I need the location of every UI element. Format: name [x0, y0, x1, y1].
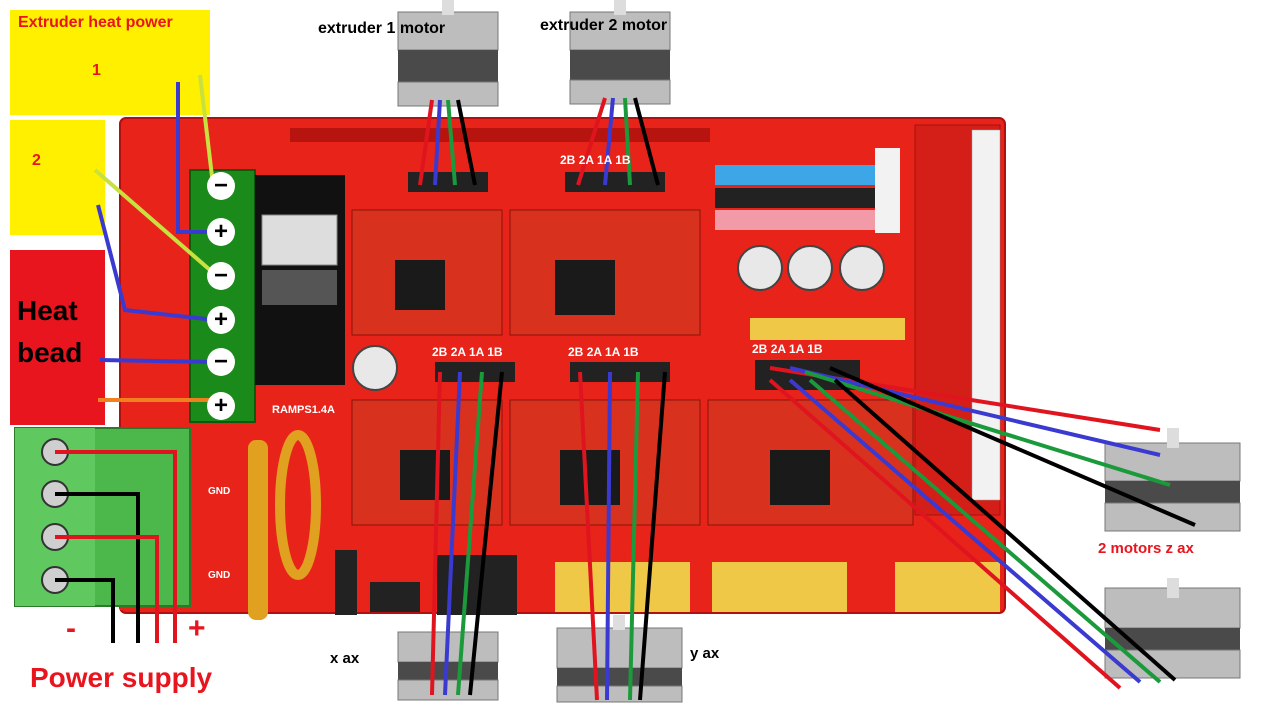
wires-extruder-2	[576, 97, 660, 186]
z-motors-label: 2 motors z ax	[1098, 540, 1194, 557]
terminal-sign-5: −	[207, 348, 235, 376]
right-pin-header-pins	[971, 129, 1001, 501]
yellow-header-bottom-2	[712, 562, 847, 612]
wires-power	[55, 450, 177, 643]
pin-label-1b: 1B	[807, 342, 823, 356]
pin-label-2a: 2A	[770, 342, 786, 356]
heat-bed-label-block	[10, 250, 105, 425]
pin-label-1a: 1A	[596, 153, 612, 167]
header-x	[435, 362, 515, 382]
pin-label-1b: 1B	[615, 153, 631, 167]
top-pin-row	[290, 128, 710, 142]
pin-label-2a: 2A	[586, 345, 602, 359]
fuse-f2	[275, 430, 321, 580]
terminal-sign-2: +	[207, 218, 235, 246]
terminal-sign-1: −	[207, 172, 235, 200]
header-extruder-1	[408, 172, 488, 192]
bottom-black-header-1	[335, 550, 357, 615]
pin-label-1b: 1B	[623, 345, 639, 359]
wires-y	[578, 371, 667, 701]
header-extruder-2	[565, 172, 665, 192]
heat-output-2-label: 2	[32, 152, 41, 169]
pin-labels-y: 2B 2A 1A 1B	[568, 345, 639, 359]
pin-label-2b: 2B	[752, 342, 768, 356]
silk-gnd-2: GND	[208, 570, 231, 581]
extruder-heat-power-label-block-2	[10, 120, 105, 235]
heat-output-1-label: 1	[92, 62, 101, 79]
y-axis-label: y ax	[690, 645, 720, 662]
silk-gnd-1: GND	[208, 486, 231, 497]
heat-terminal-block	[189, 169, 256, 423]
pin-label-2b: 2B	[568, 345, 584, 359]
motor-extruder-1	[397, 0, 499, 107]
yellow-header-bottom-1	[555, 562, 690, 612]
power-plus-label: +	[188, 612, 206, 645]
reset-button	[370, 582, 420, 612]
mosfet-1	[261, 214, 338, 266]
motor-y	[556, 615, 683, 703]
terminal-sign-4: +	[207, 306, 235, 334]
pin-labels-e2: 2B 2A 1A 1B	[560, 153, 631, 167]
yellow-header-middle	[750, 318, 905, 340]
pin-labels-z: 2B 2A 1A 1B	[752, 342, 823, 356]
pin-label-1a: 1A	[468, 345, 484, 359]
pin-label-2a: 2A	[450, 345, 466, 359]
wires-extruder-1	[418, 99, 477, 186]
yellow-header-bottom-3	[895, 562, 1000, 612]
mosfet-2	[262, 270, 337, 305]
pin-label-2b: 2B	[560, 153, 576, 167]
extruder-1-motor-label: extruder 1 motor	[318, 20, 446, 37]
jumper-block	[715, 148, 900, 233]
board-name-label: RAMPS1.4A	[272, 404, 335, 416]
terminal-sign-6: +	[207, 392, 235, 420]
wires-x	[430, 371, 504, 696]
extruder-2-motor-label: extruder 2 motor	[540, 17, 668, 34]
motor-extruder-2	[569, 0, 671, 105]
wires-z	[768, 366, 1196, 690]
capacitors	[352, 245, 885, 391]
heat-bed-label: Heat bead	[17, 295, 83, 368]
pin-label-1b: 1B	[487, 345, 503, 359]
header-y	[570, 362, 670, 382]
power-minus-label: -	[66, 612, 76, 645]
pin-label-2a: 2A	[578, 153, 594, 167]
pin-label-1a: 1A	[604, 345, 620, 359]
terminal-sign-3: −	[207, 262, 235, 290]
pin-labels-x: 2B 2A 1A 1B	[432, 345, 503, 359]
pin-label-2b: 2B	[432, 345, 448, 359]
power-supply-label: Power supply	[30, 662, 213, 693]
motor-z-1	[1104, 428, 1241, 532]
motor-z-2	[1104, 578, 1241, 679]
pin-label-1a: 1A	[788, 342, 804, 356]
extruder-heat-power-label: Extruder heat power	[18, 14, 173, 31]
fuse-f1	[248, 440, 268, 620]
x-axis-label: x ax	[330, 650, 360, 667]
